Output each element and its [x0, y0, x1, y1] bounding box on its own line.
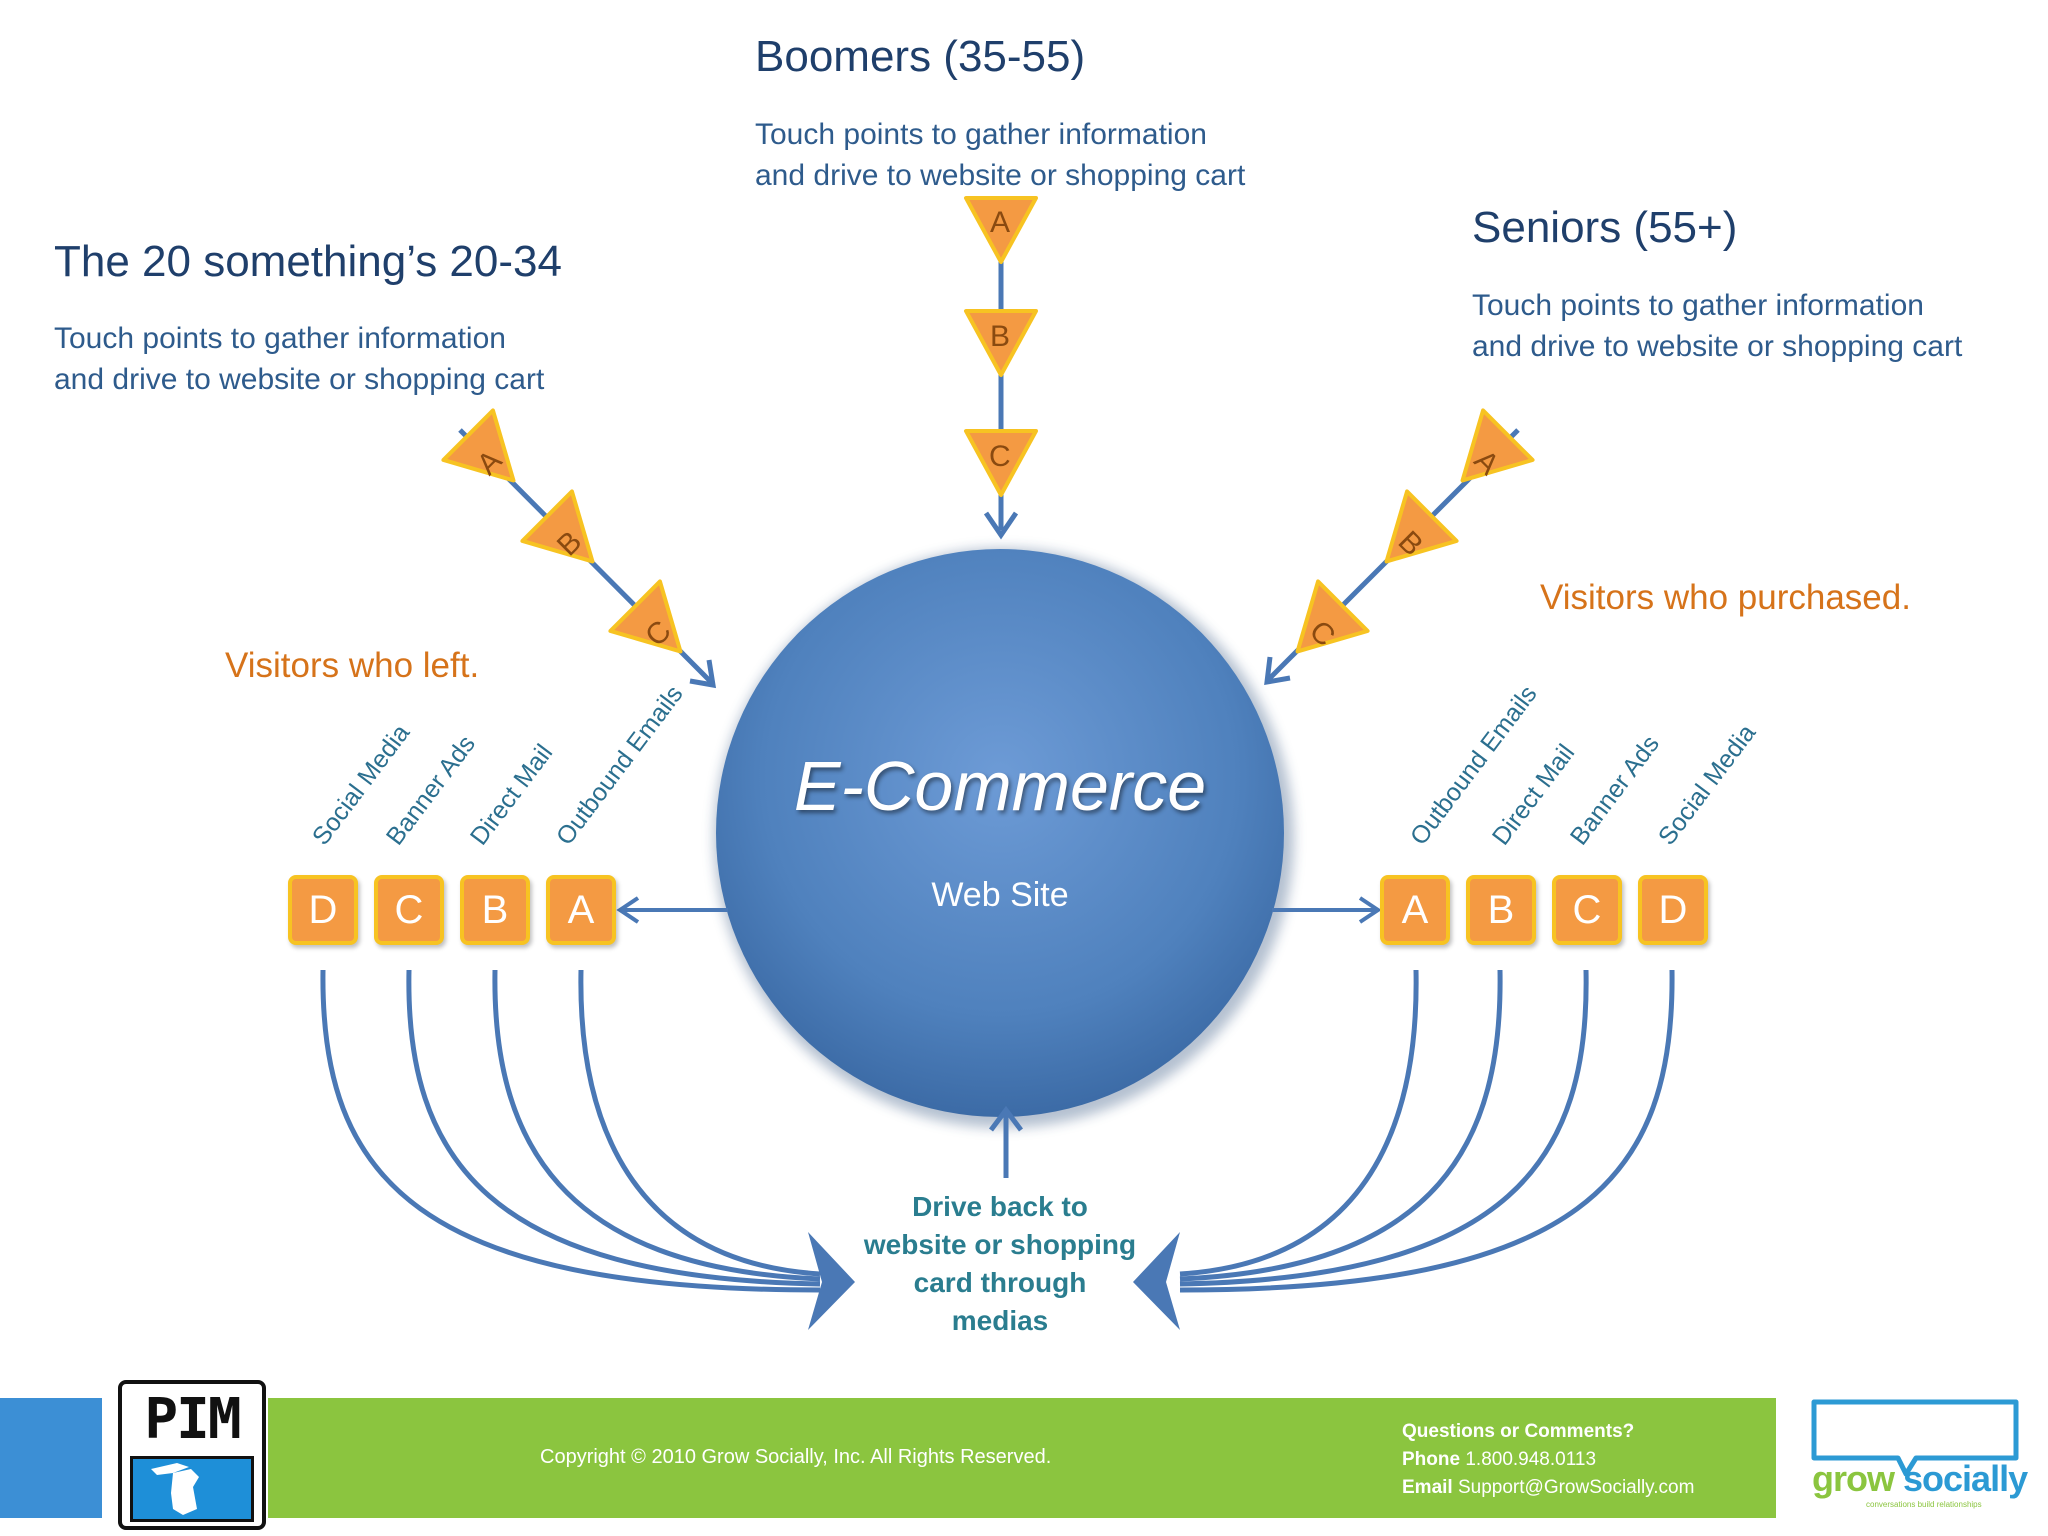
boomers-touchpoint-a: A — [990, 206, 1011, 239]
boomers-touchpoint-c: C — [989, 440, 1011, 473]
drive-back-line-2: website or shopping — [863, 1229, 1137, 1260]
contact-block: Questions or Comments? Phone 1.800.948.0… — [1402, 1418, 1694, 1502]
copyright-text: Copyright © 2010 Grow Socially, Inc. All… — [540, 1446, 1052, 1468]
ecommerce-circle[interactable] — [714, 548, 1294, 1128]
right-channel-box-b[interactable]: B — [1466, 875, 1536, 945]
left-return-curves — [320, 969, 821, 1293]
left-return-arrowhead — [808, 1232, 855, 1330]
right-return-curves — [1179, 969, 1675, 1293]
boomers-heading: Boomers (35-55) — [755, 32, 1086, 81]
michigan-map-icon — [130, 1456, 254, 1522]
left-channel-box-c[interactable]: C — [374, 875, 444, 945]
pim-logo-text: PIM — [144, 1387, 241, 1452]
right-channel-box-c[interactable]: C — [1552, 875, 1622, 945]
twenties-description: Touch points to gather information and d… — [54, 318, 544, 400]
boomers-description: Touch points to gather information and d… — [755, 114, 1245, 196]
pim-logo[interactable]: PIM — [118, 1380, 266, 1530]
email-line: Email Support@GrowSocially.com — [1402, 1474, 1694, 1502]
phone-number[interactable]: 1.800.948.0113 — [1465, 1449, 1597, 1470]
seniors-touchpoints — [1295, 408, 1535, 654]
wordmark-grow: grow — [1812, 1458, 1895, 1499]
left-channel-box-d[interactable]: D — [288, 875, 358, 945]
grow-socially-wordmark: grow socially — [1812, 1458, 2028, 1500]
right-channel-arrow — [1272, 896, 1382, 924]
boomers-touchpoint-b: B — [990, 320, 1011, 353]
email-label: Email — [1402, 1477, 1453, 1498]
drive-back-line-4: medias — [951, 1305, 1049, 1336]
speech-bubble-icon — [1811, 1399, 2019, 1477]
left-channel-arrow — [616, 896, 728, 924]
twenties-heading: The 20 something’s 20-34 — [54, 237, 562, 286]
boomers-description-line-1: Touch points to gather information — [755, 118, 1207, 151]
ecommerce-title: E-Commerce — [793, 747, 1207, 825]
website-subtitle: Web Site — [931, 876, 1069, 914]
footer-green-bar — [268, 1398, 1776, 1518]
phone-label: Phone — [1402, 1449, 1461, 1470]
seniors-description: Touch points to gather information and d… — [1472, 285, 1962, 367]
drive-back-line-1: Drive back to — [912, 1191, 1088, 1222]
visitors-left-label: Visitors who left. — [225, 646, 480, 685]
drive-back-up-arrow — [989, 1105, 1023, 1178]
seniors-description-line-2: and drive to website or shopping cart — [1472, 330, 1963, 363]
boomers-touchpoints — [964, 196, 1038, 497]
right-return-arrowhead — [1133, 1232, 1180, 1330]
left-channel-box-a[interactable]: A — [546, 875, 616, 945]
wordmark-tagline: conversations build relationships — [1866, 1500, 1982, 1509]
twenties-description-line-1: Touch points to gather information — [54, 322, 506, 355]
email-address[interactable]: Support@GrowSocially.com — [1457, 1477, 1695, 1498]
twenties-touchpoints — [441, 408, 683, 654]
boomers-description-line-2: and drive to website or shopping cart — [755, 159, 1246, 192]
seniors-heading: Seniors (55+) — [1472, 203, 1738, 252]
twenties-description-line-2: and drive to website or shopping cart — [54, 363, 545, 396]
questions-heading: Questions or Comments? — [1402, 1421, 1635, 1442]
grow-socially-logo[interactable]: grow socially conversations build relati… — [1810, 1398, 2028, 1513]
right-channel-box-d[interactable]: D — [1638, 875, 1708, 945]
drive-back-text: Drive back to website or shopping card t… — [850, 1188, 1150, 1340]
right-channel-box-a[interactable]: A — [1380, 875, 1450, 945]
drive-back-line-3: card through — [913, 1267, 1087, 1298]
left-channel-box-b[interactable]: B — [460, 875, 530, 945]
wordmark-socially: socially — [1903, 1458, 2028, 1499]
phone-line: Phone 1.800.948.0113 — [1402, 1446, 1694, 1474]
seniors-description-line-1: Touch points to gather information — [1472, 289, 1924, 322]
visitors-purchased-label: Visitors who purchased. — [1540, 578, 1911, 617]
footer-blue-bar — [0, 1398, 102, 1518]
